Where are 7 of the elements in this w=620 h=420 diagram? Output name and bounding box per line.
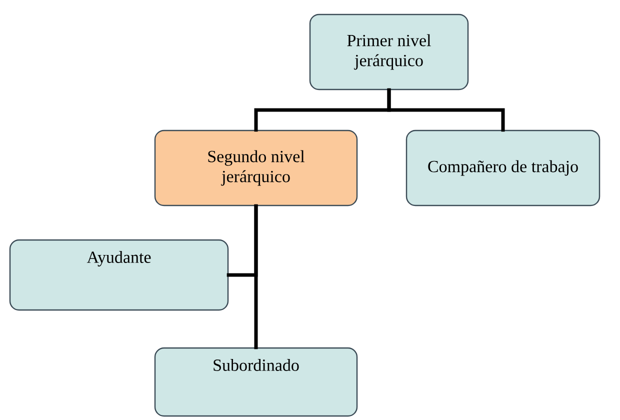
org-box: Primer nivel jerárquico — [309, 14, 469, 90]
org-box: Segundo nivel jerárquico — [154, 130, 358, 206]
org-box: Ayudante — [9, 239, 229, 311]
connector-line — [254, 204, 258, 350]
org-box: Compañero de trabajo — [406, 130, 600, 206]
org-box: Subordinado — [154, 347, 358, 417]
connector-line — [387, 88, 505, 132]
